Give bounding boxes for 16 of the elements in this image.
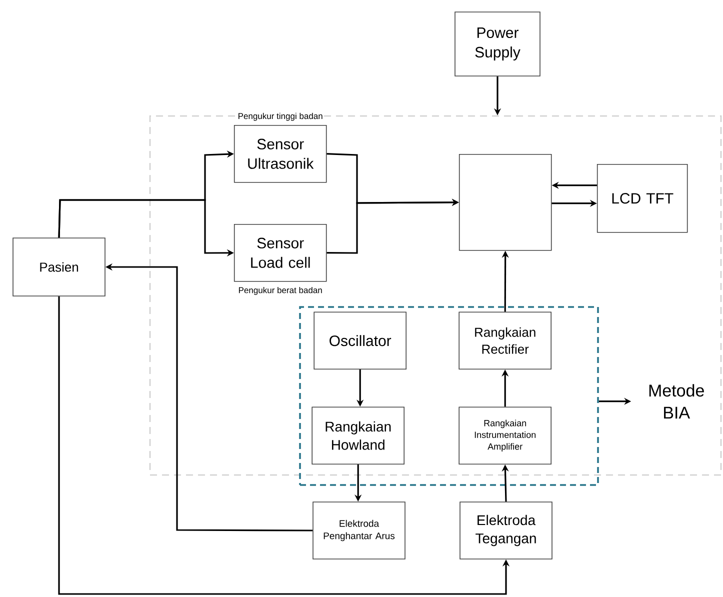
method-label: Metode BIA [649,384,704,419]
process-box: Elektroda Penghantar Arus [312,502,406,560]
process-box: Sensor Load cell [234,224,327,282]
process-box: Rangkaian Rectifier [458,312,552,370]
process-box: Rangkaian Howland [312,406,404,464]
process-box [458,154,552,251]
caption-text: Pengukur tinggi badan [236,112,324,122]
dashed-region [299,306,599,486]
process-box: Oscillator [314,312,406,370]
process-box: Power Supply [454,12,540,76]
process-box: Rangkaian Instrumentation Amplifier [458,406,552,464]
process-box: LCD TFT [596,164,688,233]
process-box: Sensor Ultrasonik [234,124,327,183]
caption-text: Pengukur berat badan [237,286,324,296]
process-box: Elektroda Tegangan [460,502,552,560]
process-box: Pasien [12,238,106,296]
